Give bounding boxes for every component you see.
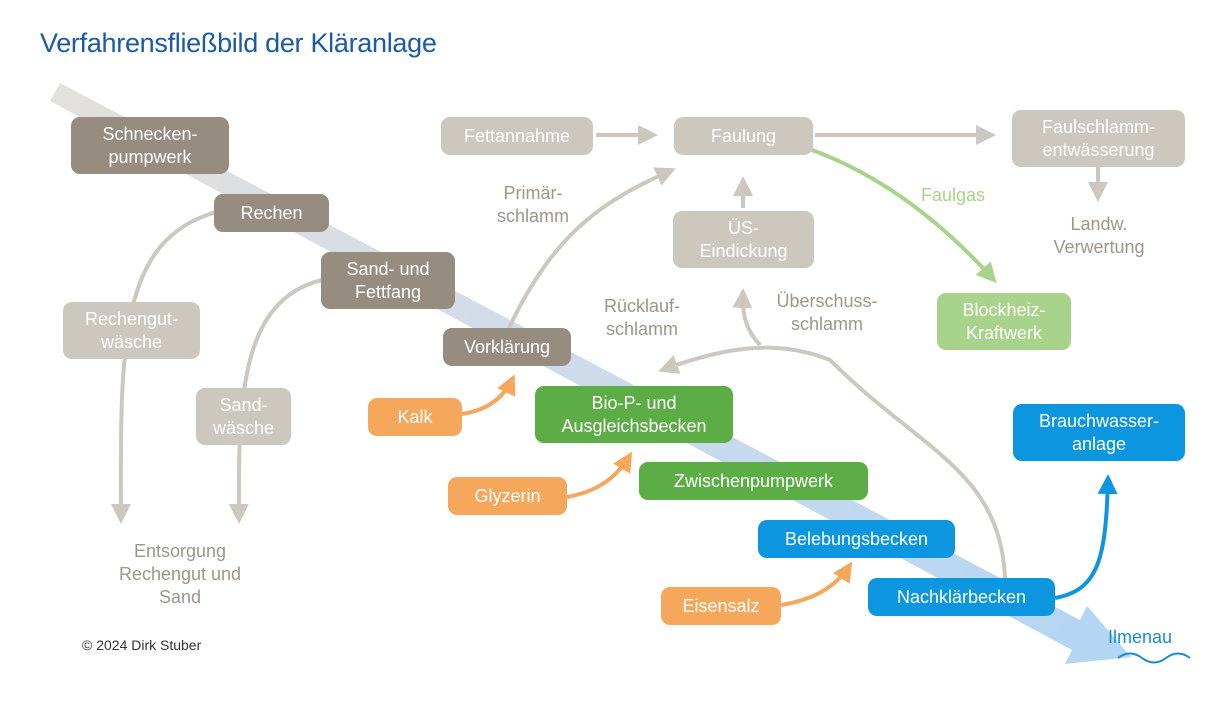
label-primaerschlamm: Primär- schlamm: [496, 183, 569, 226]
label-ruecklaufschlamm: Rücklauf- schlamm: [603, 296, 681, 339]
river-wave-icon: [1117, 652, 1191, 664]
page-title: Verfahrensfließbild der Kläranlage: [40, 28, 437, 58]
arrow-eisensalz: [780, 561, 853, 607]
node-bio-p-ausgleichsbecken: Bio-P- und Ausgleichsbecken: [535, 386, 733, 443]
label-landw-verwertung: Landw. Verwertung: [1053, 214, 1145, 257]
node-glyzerin: Glyzerin: [448, 477, 567, 515]
arrow-faulgas: [811, 148, 997, 283]
node-rechengutwaesche: Rechengut- wäsche: [63, 302, 200, 359]
node-schneckenpumpwerk: Schnecken- pumpwerk: [71, 117, 229, 174]
arrow-kalk: [461, 374, 516, 416]
label-faulgas: Faulgas: [920, 185, 986, 205]
node-faulung: Faulung: [674, 117, 813, 155]
node-belebungsbecken: Belebungsbecken: [758, 520, 955, 558]
copyright-notice: © 2024 Dirk Stuber: [82, 637, 202, 653]
node-fettannahme: Fettannahme: [441, 117, 593, 155]
node-faulschlammentwaesserung: Faulschlamm- entwässerung: [1012, 110, 1185, 167]
arrow-glyzerin: [566, 451, 633, 499]
arrow-ruecklaufschlamm: [658, 345, 1007, 579]
node-blockheizkraftwerk: Blockheiz- Kraftwerk: [937, 293, 1071, 350]
arrow-sandfettfang-to-entsorgung: [228, 278, 323, 524]
node-zwischenpumpwerk: Zwischenpumpwerk: [639, 462, 868, 500]
label-ueberschussschlamm: Überschuss- schlamm: [776, 291, 878, 334]
node-sand-fettfang: Sand- und Fettfang: [321, 252, 455, 309]
arrow-brauchwasser: [1054, 474, 1118, 600]
node-brauchwasseranlage: Brauchwasser- anlage: [1013, 404, 1185, 461]
node-sandwaesche: Sand- wäsche: [196, 388, 291, 445]
node-vorklaerung: Vorklärung: [443, 328, 571, 366]
arrow-primaerschlamm: [506, 167, 676, 331]
node-rechen: Rechen: [214, 194, 329, 232]
label-entsorgung: Entsorgung Rechengut und Sand: [118, 541, 242, 607]
node-kalk: Kalk: [368, 398, 462, 436]
arrow-ueberschussschlamm: [732, 288, 762, 347]
node-ues-eindickung: ÜS- Eindickung: [673, 211, 814, 268]
node-nachklaerbecken: Nachklärbecken: [868, 578, 1055, 616]
node-eisensalz: Eisensalz: [661, 587, 781, 625]
river-label: Ilmenau: [1108, 627, 1173, 647]
arrow-rechen-to-entsorgung: [110, 210, 217, 524]
